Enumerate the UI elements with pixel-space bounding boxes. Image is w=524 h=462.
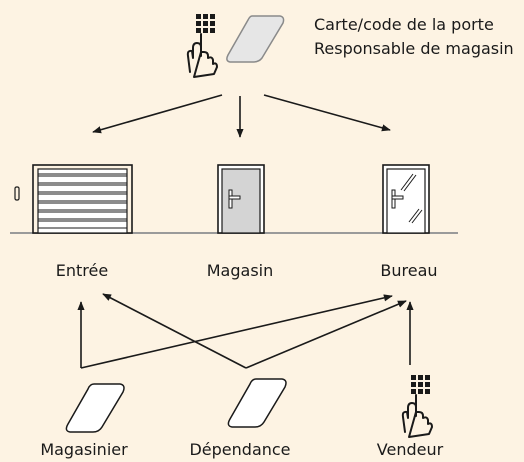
user-label-vendeur: Vendeur [376, 440, 444, 459]
top-arrows [92, 94, 391, 138]
keypad-hand-icon-vendeur [401, 375, 433, 438]
bottom-arrows [77, 293, 414, 369]
header-line-1: Carte/code de la porte [314, 15, 494, 34]
door-label-magasin: Magasin [206, 261, 274, 280]
keypad-hand-icon-top [186, 14, 218, 78]
door-icon [217, 164, 265, 234]
card-icon-magasinier [65, 383, 125, 433]
arrow-magasinier-to-bureau [80, 294, 393, 369]
door-label-bureau: Bureau [380, 261, 438, 280]
door-label-entree: Entrée [55, 261, 109, 280]
card-icon-dependance [227, 378, 287, 428]
user-label-magasinier: Magasinier [40, 440, 128, 459]
garage-door-icon [14, 164, 133, 234]
header-line-2: Responsable de magasin [314, 39, 514, 58]
arrow-dependance-to-entree [102, 293, 247, 369]
arrow-to-bureau [263, 94, 391, 132]
card-icon-top [226, 15, 285, 63]
arrow-dependance-to-bureau [245, 300, 407, 369]
user-label-dependance: Dépendance [189, 440, 291, 459]
arrow-to-entree [92, 94, 223, 134]
glass-door-icon [382, 164, 430, 234]
